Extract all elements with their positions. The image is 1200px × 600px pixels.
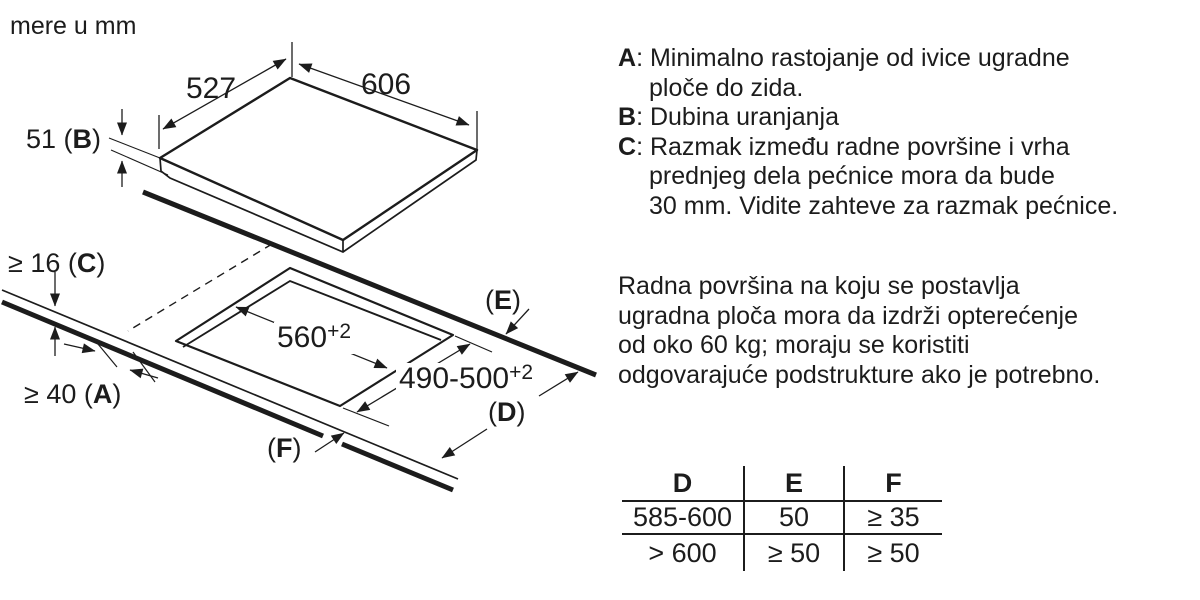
- dim-606-label: 606: [361, 68, 412, 101]
- load-note-line: od oko 60 kg; moraju se koristiti: [618, 331, 970, 359]
- leader-d-lower: [441, 428, 488, 459]
- load-note-line: odgovarajuće podstrukture ako je potrebn…: [618, 360, 1101, 389]
- leader-f: [314, 432, 345, 453]
- worktop-back-edge: [142, 189, 597, 378]
- worktop-front-edge-top: [1, 289, 459, 480]
- table-header-d: D: [622, 466, 745, 502]
- load-note-line: Radna površina na koju se postavlja: [618, 272, 1020, 300]
- label-e: (E): [485, 285, 522, 315]
- alignment-dashed-line: [127, 243, 273, 332]
- table-cell: 50: [745, 502, 845, 535]
- cutout-depth-label: 490-500+2: [396, 362, 537, 395]
- table-header-e: E: [745, 466, 845, 502]
- dimension-table: D E F 585-600 50 ≥ 35 > 600 ≥ 50 ≥ 50: [622, 466, 942, 571]
- dim-line-527: [162, 58, 287, 130]
- leader-e: [505, 308, 530, 335]
- worktop-front-edge-thick: [1, 299, 324, 439]
- note-a-line2: ploče do zida.: [649, 73, 804, 102]
- table-cell: 585-600: [622, 502, 745, 535]
- label-d: (D): [488, 397, 526, 427]
- table-cell: > 600: [622, 535, 745, 571]
- cutout-inner-edge: [182, 279, 442, 348]
- table-header-f: F: [845, 466, 942, 502]
- load-note: Radna površina na koju se postavlja ugra…: [618, 272, 1100, 390]
- table-cell: ≥ 50: [867, 537, 920, 568]
- table-cell: ≥ 35: [845, 502, 942, 535]
- clearance-c-label: ≥ 16 (C): [8, 248, 106, 278]
- note-a-line1: A: Minimalno rastojanje od ivice ugradne: [618, 44, 1070, 72]
- hob-underside: [159, 149, 478, 253]
- dim-51-b-label: 51 (B): [26, 124, 102, 154]
- note-c-line3: 30 mm. Vidite zahteve za razmak pećnice.: [649, 191, 1119, 220]
- cutout-width-label: 560+2: [274, 321, 355, 354]
- note-c-line2: prednjeg dela pećnice mora da bude: [649, 162, 1055, 190]
- clearance-a-label: ≥ 40 (A): [24, 379, 122, 409]
- label-f: (F): [267, 433, 302, 463]
- note-c-line1: C: Razmak između radne površine i vrha: [618, 132, 1070, 161]
- legend-notes: A: Minimalno rastojanje od ivice ugradne…: [618, 44, 1118, 221]
- units-label: mere u mm: [10, 12, 137, 40]
- leader-d-upper: [538, 371, 579, 397]
- dim-527-label: 527: [186, 72, 237, 105]
- note-b-line1: B: Dubina uranjanja: [618, 103, 839, 131]
- table-cell: ≥ 50: [745, 535, 845, 571]
- worktop-front-edge-thick2: [341, 441, 454, 493]
- dim-line-606: [298, 63, 470, 126]
- load-note-line: ugradna ploča mora da izdrži opterećenje: [618, 301, 1078, 330]
